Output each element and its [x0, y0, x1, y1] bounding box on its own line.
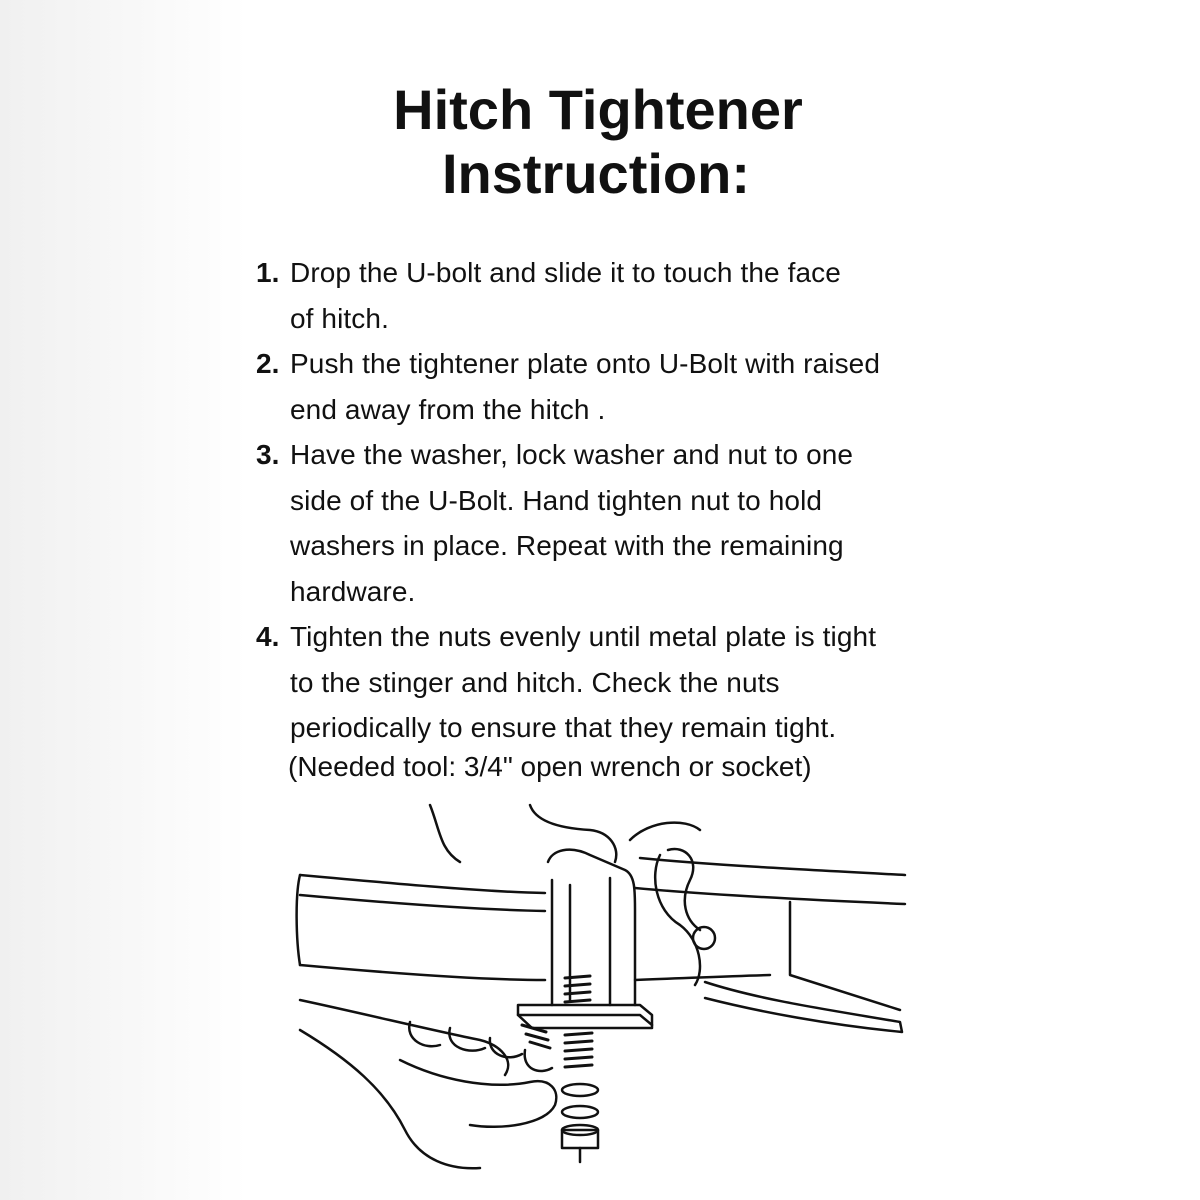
step-number: 1. — [256, 257, 280, 288]
receiver-top-2 — [633, 886, 907, 906]
u-bolt — [546, 848, 637, 1007]
hitch-pin-head — [691, 925, 717, 951]
stinger-front — [295, 873, 302, 967]
step-2: 2. Push the tightener plate onto U-Bolt … — [254, 341, 974, 432]
step-3: 3. Have the washer, lock washer and nut … — [254, 432, 974, 614]
receiver-flange — [703, 980, 904, 1034]
stinger-top — [298, 873, 547, 895]
step-number: 4. — [256, 621, 280, 652]
step-text-line: Push the tightener plate onto U-Bolt wit… — [290, 348, 881, 379]
step-text-line: to the stinger and hitch. Check the nuts — [290, 666, 780, 698]
plate-edge — [516, 1013, 654, 1027]
step-text-line: Tighten the nuts evenly until metal plat… — [290, 621, 877, 652]
hitch-pin-clip — [653, 847, 702, 987]
page-shadow — [0, 0, 248, 1200]
step-number: 3. — [256, 439, 280, 470]
step-text-line: periodically to ensure that they remain … — [290, 712, 837, 743]
thumb — [398, 1058, 558, 1129]
step-text-line: hardware. — [290, 575, 416, 607]
tool-note: (Needed tool: 3/4" open wrench or socket… — [288, 751, 812, 782]
tightener-plate — [516, 1003, 654, 1030]
stinger-bottom — [298, 963, 547, 982]
receiver-top — [638, 856, 907, 877]
bolt-threads — [520, 974, 594, 1069]
hand-outline-upper — [428, 803, 618, 864]
washers-and-nut — [560, 1082, 600, 1164]
receiver-side — [788, 900, 902, 1012]
title-line-2: Instruction: — [442, 142, 750, 205]
steps-list: 1. Drop the U-bolt and slide it to touch… — [254, 250, 974, 751]
stinger-top-inner — [298, 893, 547, 913]
step-text-line: of hitch. — [290, 302, 389, 334]
step-text-line: washers in place. Repeat with the remain… — [290, 530, 844, 561]
fingers — [407, 1020, 554, 1073]
step-text-line: Drop the U-bolt and slide it to touch th… — [290, 257, 841, 288]
step-text-line: Have the washer, lock washer and nut to … — [290, 439, 854, 470]
hand-thumb-upper — [628, 821, 702, 842]
hitch-illustration — [295, 803, 907, 1170]
receiver-bottom — [633, 973, 772, 982]
step-1: 1. Drop the U-bolt and slide it to touch… — [254, 250, 974, 341]
step-number: 2. — [256, 348, 280, 379]
step-text-line: end away from the hitch . — [290, 393, 606, 425]
step-4: 4. Tighten the nuts evenly until metal p… — [254, 614, 974, 751]
page-title: Hitch Tightener Instruction: — [0, 78, 1200, 206]
u-bolt-inner — [550, 878, 572, 1007]
step-text-line: side of the U-Bolt. Hand tighten nut to … — [290, 484, 823, 516]
title-line-1: Hitch Tightener — [393, 78, 803, 141]
